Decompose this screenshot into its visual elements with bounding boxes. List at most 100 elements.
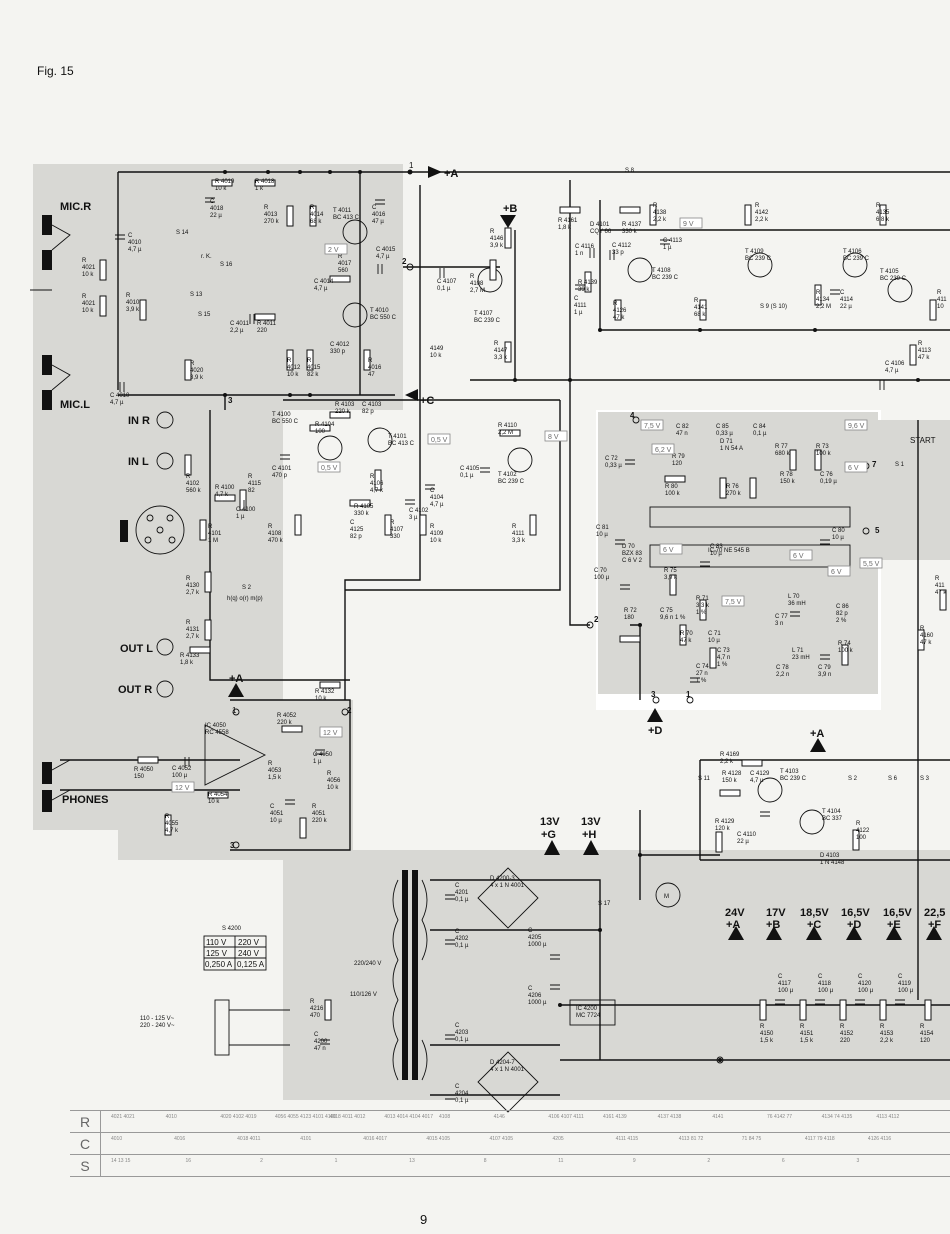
out-l-label: OUT L [120, 643, 153, 655]
legend-cell: 14 13 15 [111, 1158, 131, 1164]
start-label: START [910, 436, 936, 445]
motor-symbol [655, 882, 681, 908]
legend-cell: 4013 4014 4104 4017 [384, 1114, 433, 1120]
legend-key: R [70, 1110, 101, 1133]
mic-preamp-area [33, 164, 403, 410]
voltage-tag: 2 V [324, 243, 348, 255]
power-supply-area [283, 850, 950, 1100]
label-s11: S 11 [698, 776, 711, 782]
legend-cell: 9 [632, 1158, 636, 1164]
legend-cell: 4107 4105 [489, 1136, 514, 1142]
node-2b: 2 [594, 615, 599, 624]
legend-cell: 4106 4107 4111 [548, 1114, 584, 1120]
svg-text:0,5 V: 0,5 V [321, 465, 338, 472]
svg-text:6,2 V: 6,2 V [655, 447, 672, 454]
voltage-tag: 12 V [319, 726, 343, 738]
rail-g: +G [541, 829, 556, 841]
legend-cell: 4117 79 4118 [804, 1136, 835, 1142]
out-rail-volt: 18,5V [800, 907, 829, 919]
legend-cell: 4010 [111, 1136, 123, 1142]
label-s2b: S 2 [848, 776, 858, 782]
svg-text:9 V: 9 V [683, 221, 694, 228]
legend-cell: 4146 [493, 1114, 505, 1120]
svg-text:8 V: 8 V [548, 434, 559, 441]
ic4050-symbol [204, 724, 267, 786]
legend-cell: 8 [483, 1158, 487, 1164]
legend-cell: 4021 4021 [111, 1114, 135, 1120]
out-rail-name: +F [928, 919, 941, 931]
vt-cell: 0,250 A [205, 960, 233, 969]
node-numbers: 2 3 4 2 3 1 7 5 2 3 [228, 257, 880, 850]
voltage-tag: 6,2 V [651, 443, 675, 455]
legend-cell: 13 [409, 1158, 415, 1164]
label-s17: S 17 [598, 901, 611, 907]
rail-mid-a: +A [810, 728, 824, 740]
legend-cell: 71 84 75 [741, 1136, 762, 1142]
rail-phones-a: +A [229, 673, 243, 685]
node-4: 4 [630, 411, 635, 420]
label-s9: S 9 (S 10) [760, 304, 787, 310]
legend-cell: 76 4142 77 [767, 1114, 793, 1120]
page-number: 9 [420, 1212, 428, 1227]
start-area [864, 420, 950, 560]
legend-cell: 4056 4055 4123 4101 4100 [275, 1114, 337, 1120]
legend-key: C [70, 1132, 101, 1155]
legend-cell: 4015 4105 [426, 1136, 451, 1142]
rail-h: +H [582, 829, 596, 841]
legend-key: S [70, 1154, 101, 1177]
label-s4200: S 4200 [222, 926, 242, 932]
svg-text:6 V: 6 V [793, 553, 804, 560]
node-7: 7 [872, 460, 877, 469]
out-rail-volt: 22,5 [924, 907, 945, 919]
